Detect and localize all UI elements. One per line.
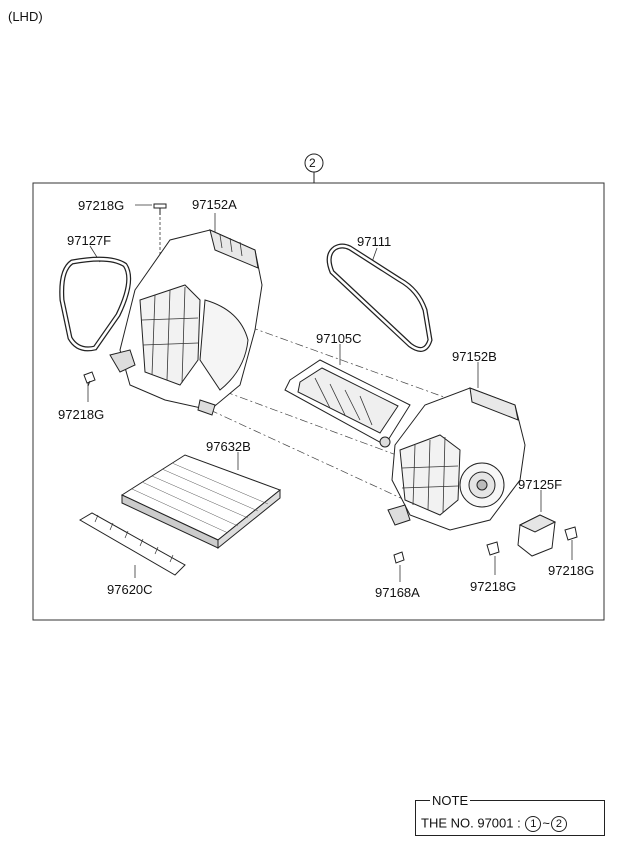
label-97152a: 97152A <box>192 197 237 212</box>
note-box <box>415 800 605 836</box>
note-range-sep: ~ <box>542 815 550 831</box>
case-97152b <box>387 387 526 531</box>
label-97620c: 97620C <box>107 582 153 597</box>
assembly-frame <box>32 182 605 621</box>
variant-label: (LHD) <box>8 9 43 24</box>
note-range-start: 1 <box>525 816 542 832</box>
assembly-ref-number: 2 <box>309 156 316 170</box>
label-97218g-left: 97218G <box>58 407 105 422</box>
label-97152b: 97152B <box>452 349 497 364</box>
note-label: NOTE <box>430 793 471 808</box>
label-97632b: 97632B <box>206 439 251 454</box>
clip-97168a <box>393 551 405 564</box>
cover-97620c <box>79 512 186 576</box>
label-97218g-bottom: 97218G <box>470 579 517 594</box>
label-97168a: 97168A <box>375 585 420 600</box>
label-97218g-top: 97218G <box>78 198 125 213</box>
duct-97105c <box>284 359 411 448</box>
label-97125f: 97125F <box>518 477 563 492</box>
gasket-97111 <box>326 243 433 352</box>
note-body: THE NO. 97001 : <box>421 815 521 831</box>
label-97218g-right: 97218G <box>548 563 595 578</box>
case-97152a <box>109 229 263 416</box>
note-text: THE NO. 97001 : 1~2 <box>421 816 568 832</box>
note-range-end: 2 <box>550 816 567 832</box>
label-97111: 97111 <box>357 234 392 249</box>
filter-97632b <box>120 454 282 550</box>
label-97105c: 97105C <box>316 331 362 346</box>
actuator-97125f <box>517 514 557 557</box>
screw-icons <box>83 203 578 556</box>
gasket-97127f <box>59 256 132 352</box>
label-97127f: 97127F <box>67 233 112 248</box>
